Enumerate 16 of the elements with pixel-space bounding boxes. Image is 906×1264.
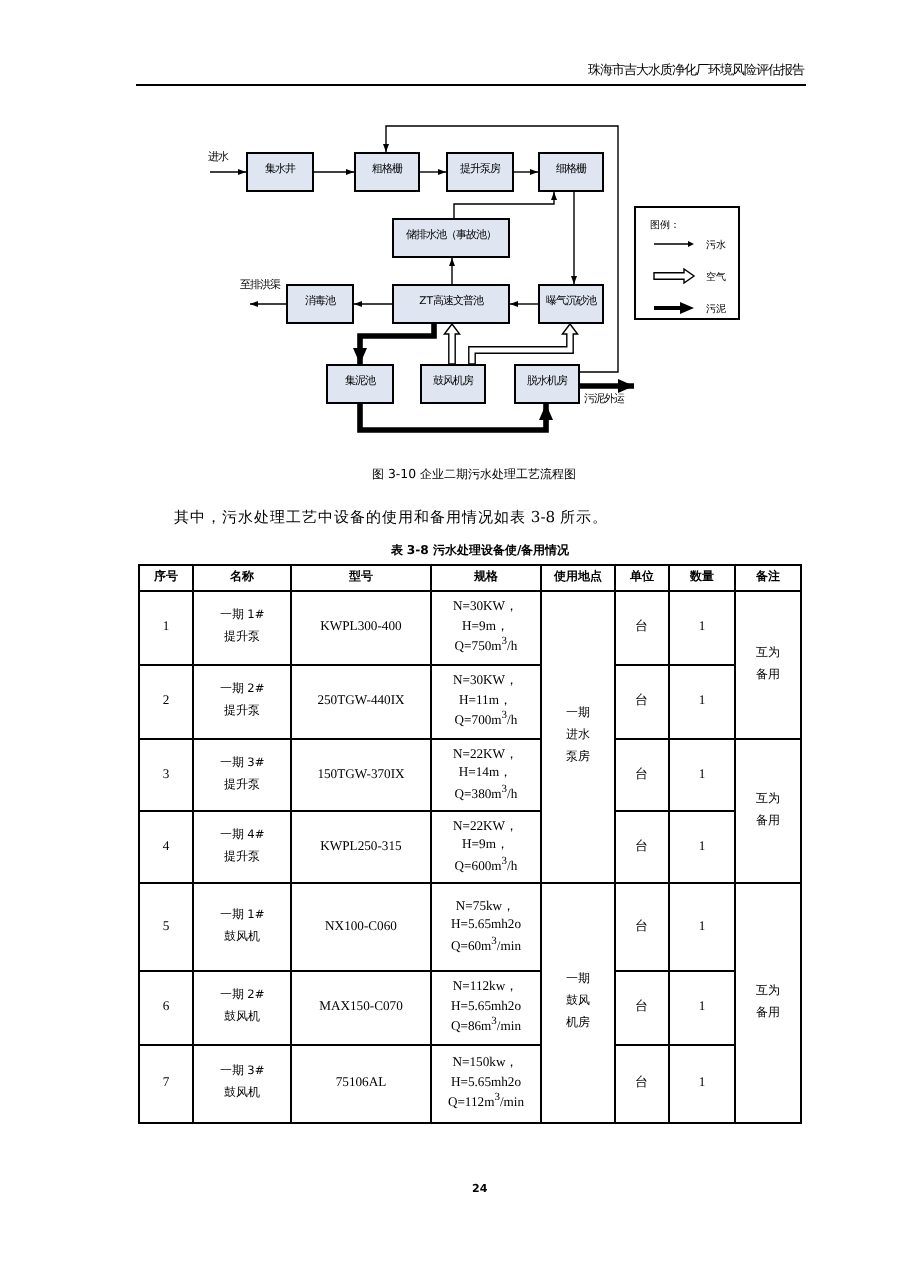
arrow — [513, 169, 539, 175]
arrow — [453, 191, 557, 219]
arrow — [509, 301, 539, 307]
arrow — [383, 125, 619, 373]
arrow — [249, 301, 287, 307]
air-arrow — [468, 322, 579, 365]
arrow — [449, 257, 455, 285]
air-arrow — [443, 322, 461, 365]
arrow — [357, 404, 553, 433]
arrow — [419, 169, 447, 175]
arrow — [580, 379, 634, 393]
arrow — [353, 324, 437, 364]
arrow — [313, 169, 355, 175]
arrow — [353, 301, 393, 307]
arrow — [209, 169, 247, 175]
arrow — [571, 191, 577, 285]
